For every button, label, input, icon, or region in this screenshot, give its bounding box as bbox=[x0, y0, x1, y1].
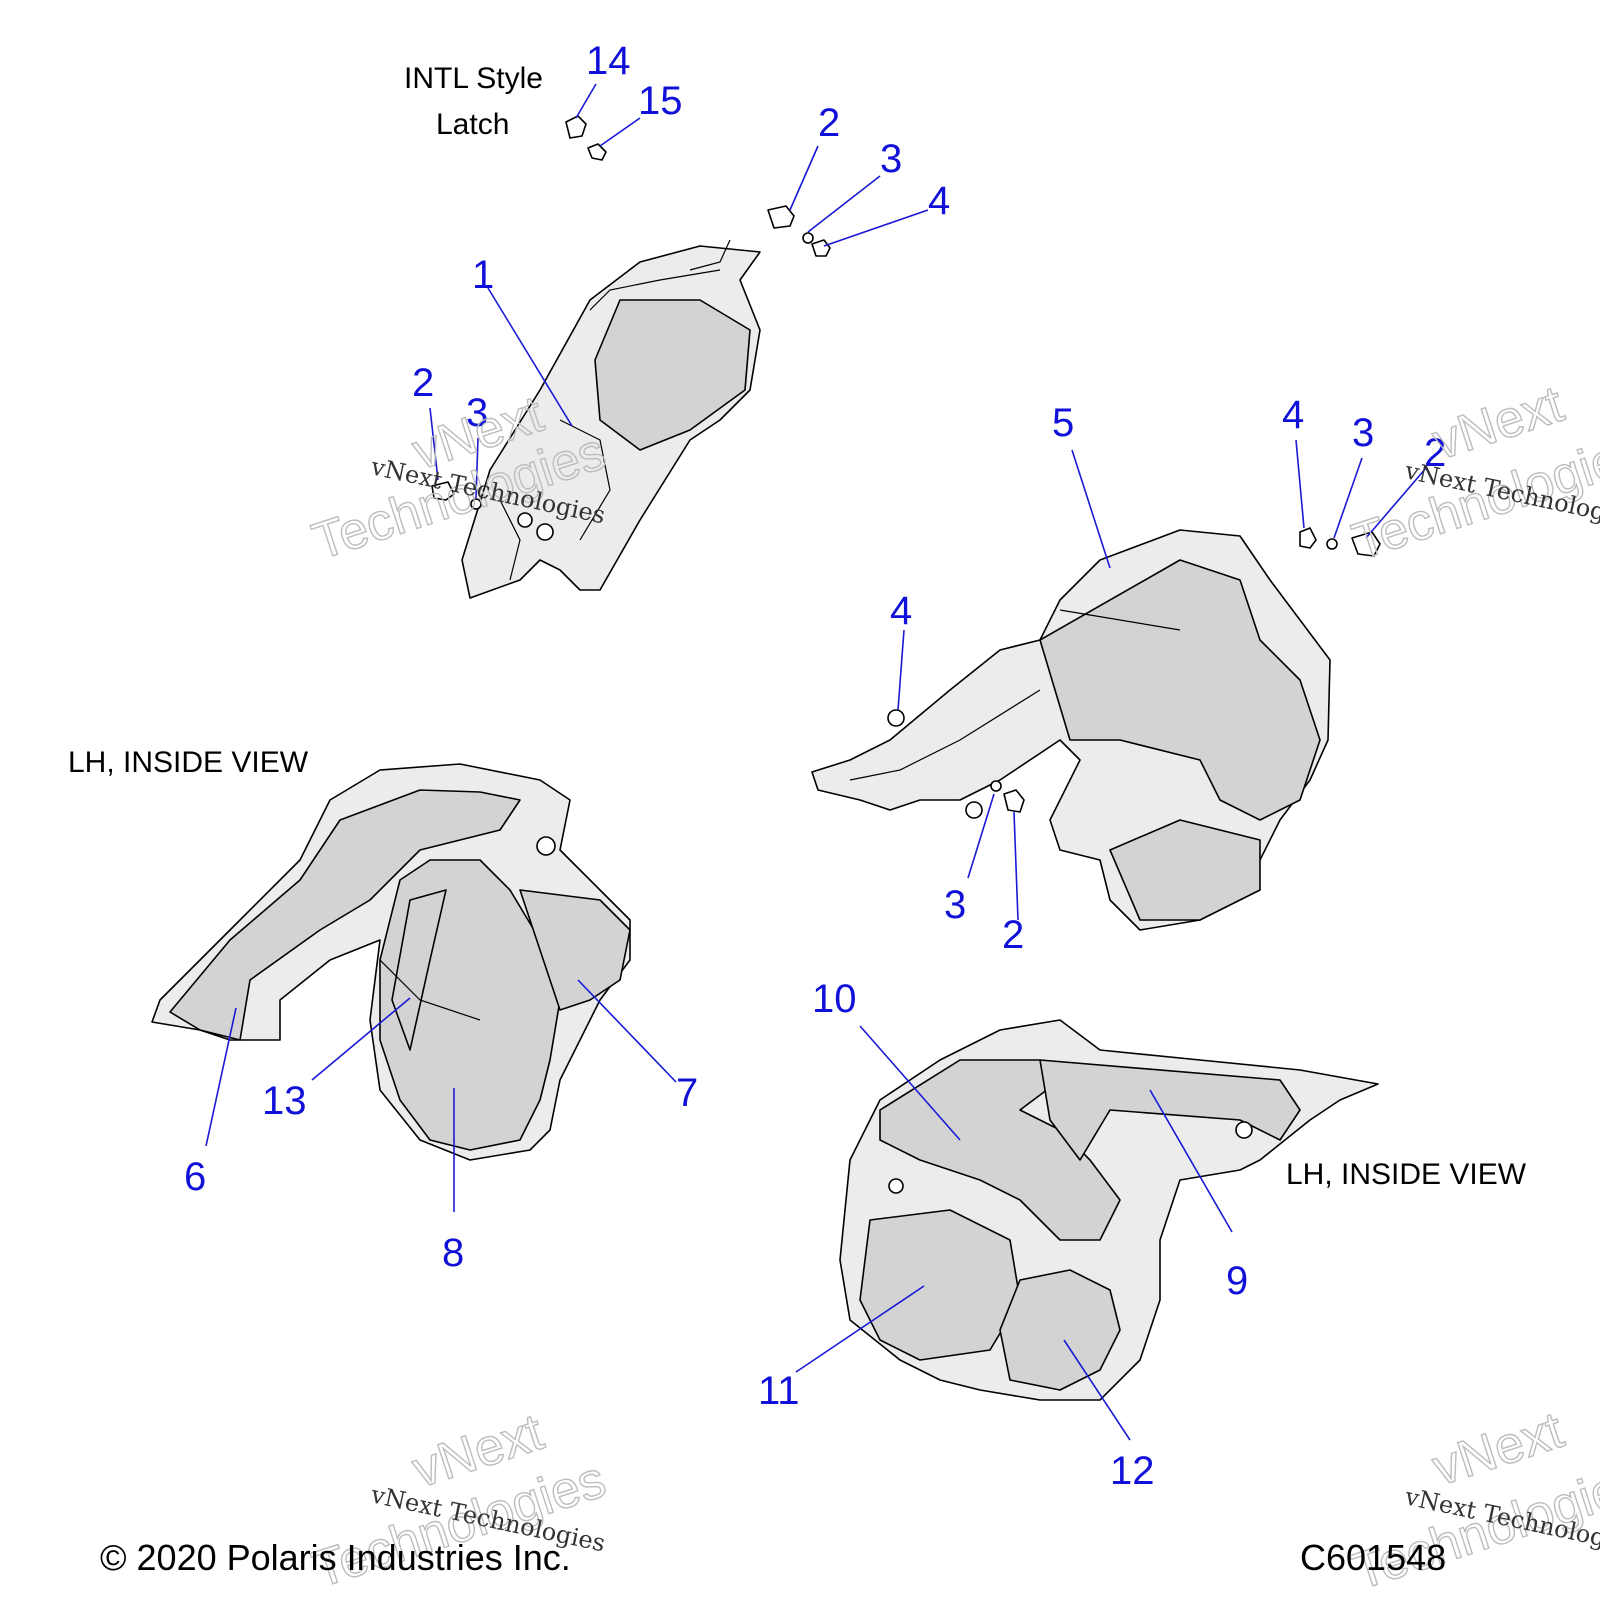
callout-4: 4 bbox=[928, 179, 950, 223]
callout-10: 10 bbox=[812, 977, 857, 1021]
callout-6: 6 bbox=[184, 1155, 206, 1199]
callout-numbers: 1 2 3 4 2 3 14 15 5 4 3 2 4 3 2 6 13 8 7… bbox=[184, 39, 1446, 1493]
copyright-text: © 2020 Polaris Industries Inc. bbox=[100, 1537, 571, 1578]
fender-part-1 bbox=[461, 239, 761, 599]
callout-11: 11 bbox=[758, 1369, 800, 1413]
callout-1: 1 bbox=[472, 253, 494, 297]
diagram-code: C601548 bbox=[1300, 1537, 1446, 1578]
note-latch: Latch bbox=[436, 108, 509, 141]
callout-4: 4 bbox=[1282, 393, 1304, 437]
leader-lines bbox=[205, 83, 1427, 1441]
callout-2: 2 bbox=[1002, 913, 1024, 957]
callout-2: 2 bbox=[818, 101, 840, 145]
hardware-top bbox=[431, 115, 831, 510]
fender-lh-inside-right bbox=[839, 1019, 1379, 1401]
callout-9: 9 bbox=[1226, 1259, 1248, 1303]
fender-lh-inside-left bbox=[151, 763, 631, 1161]
callout-7: 7 bbox=[676, 1071, 698, 1115]
footer: © 2020 Polaris Industries Inc. C601548 bbox=[100, 1537, 1446, 1578]
callout-5: 5 bbox=[1052, 401, 1074, 445]
hardware-right bbox=[990, 527, 1381, 813]
callout-3: 3 bbox=[1352, 411, 1374, 455]
callout-2: 2 bbox=[412, 361, 434, 405]
callout-13: 13 bbox=[262, 1079, 307, 1123]
callout-3: 3 bbox=[466, 391, 488, 435]
callout-4: 4 bbox=[890, 589, 912, 633]
callout-3: 3 bbox=[880, 137, 902, 181]
fender-part-5 bbox=[811, 529, 1331, 931]
note-lh-inside-view-right: LH, INSIDE VIEW bbox=[1286, 1158, 1527, 1191]
callout-8: 8 bbox=[442, 1231, 464, 1275]
note-lh-inside-view-left: LH, INSIDE VIEW bbox=[68, 746, 309, 779]
callout-12: 12 bbox=[1110, 1449, 1155, 1493]
callout-15: 15 bbox=[638, 79, 683, 123]
view-notes: INTL Style Latch LH, INSIDE VIEW LH, INS… bbox=[68, 62, 1527, 1191]
callout-2: 2 bbox=[1424, 431, 1446, 475]
callout-3: 3 bbox=[944, 883, 966, 927]
note-intl-style: INTL Style bbox=[404, 62, 543, 95]
callout-14: 14 bbox=[586, 39, 631, 83]
